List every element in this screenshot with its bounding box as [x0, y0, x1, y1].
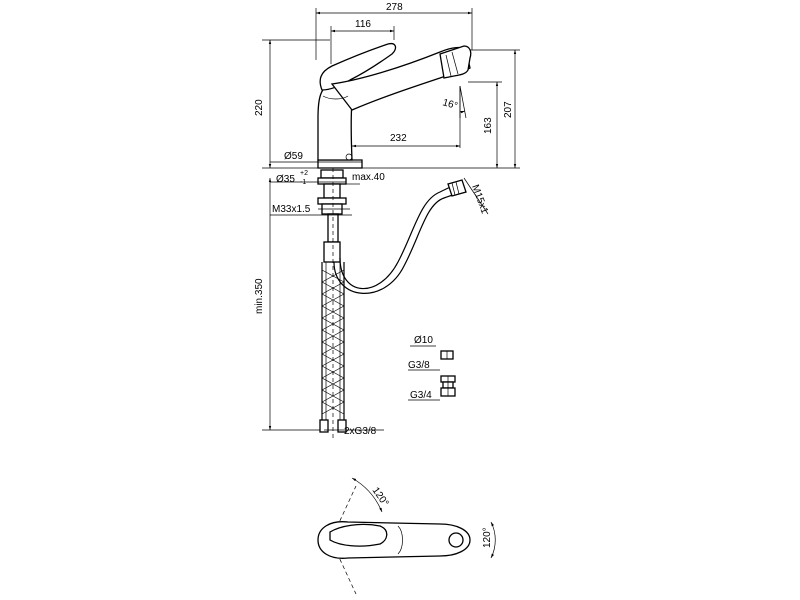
dim-adapter-diameter: Ø10 [414, 335, 433, 346]
dim-hole-tolerance-upper: +2 [300, 170, 308, 177]
dim-max-deck: max.40 [352, 172, 385, 183]
dim-spout-angle: 16° [441, 97, 459, 112]
dim-reach: 232 [390, 133, 407, 144]
dim-height-total: 220 [254, 99, 265, 116]
faucet-side-view [317, 42, 472, 169]
dim-height-outlet: 207 [503, 101, 514, 118]
dim-adapter-g38: G3/8 [408, 360, 430, 371]
adapter-parts [440, 350, 456, 397]
dimension-lines [262, 8, 520, 431]
dim-height-spout: 163 [483, 117, 494, 134]
dim-spray-thread: M15x1 [469, 183, 490, 215]
dim-adapter-g34: G3/4 [410, 390, 432, 401]
spray-head [439, 45, 472, 79]
dim-hose-min-length: min.350 [254, 278, 265, 314]
dim-thread: M33x1.5 [272, 204, 311, 215]
dim-hole-diameter: Ø35 [276, 174, 295, 185]
dim-rotation-top: 120° [370, 485, 391, 508]
dim-hole-tolerance-lower: -1 [300, 179, 306, 186]
pullout-hose [333, 179, 467, 294]
dim-hose-connection: 2xG3/8 [344, 426, 377, 437]
dim-base-diameter: Ø59 [284, 151, 303, 162]
dim-handle-width: 116 [355, 19, 371, 30]
faucet-base [317, 159, 363, 169]
faucet-top-view [317, 477, 496, 595]
supply-hoses [319, 262, 347, 433]
dim-overall-width: 278 [386, 2, 403, 13]
dim-rotation-side: 120° [482, 527, 493, 548]
